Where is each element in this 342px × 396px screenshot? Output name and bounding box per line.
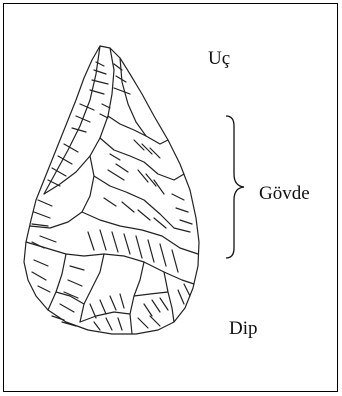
figure-frame: Uç Gövde Dip <box>3 3 338 392</box>
label-tip: Uç <box>208 49 230 68</box>
label-base: Dip <box>229 319 258 338</box>
label-body: Gövde <box>259 184 310 203</box>
